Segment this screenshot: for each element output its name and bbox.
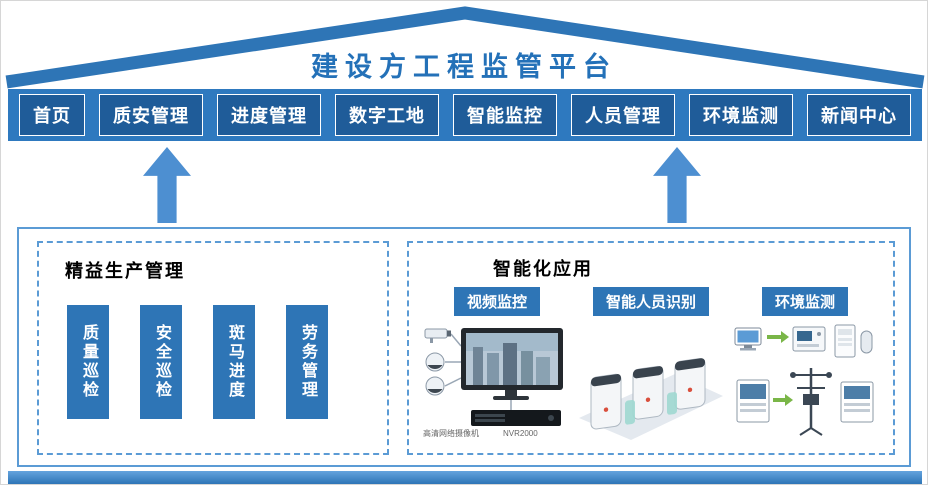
up-arrow-icon [653,147,701,223]
green-arrow-icon [767,331,789,343]
computer-icon [734,327,762,351]
nav-item-quality-safety[interactable]: 质安管理 [99,94,203,136]
dome-camera-icon [425,352,445,372]
nav-item-home[interactable]: 首页 [19,94,85,136]
video-surveillance-illustration: 高清网络摄像机 NVR2000 [423,328,563,438]
app-environment-monitoring: 环境监测 [729,287,881,440]
content-container: 精益生产管理 质量巡检 安全巡检 斑马进度 劳务管理 智能化应用 视频监控 [17,227,911,467]
app-label-person: 智能人员识别 [592,287,709,316]
green-arrow-icon [773,394,793,406]
turnstile-pillar-icon [667,358,706,415]
weather-station-icon [790,368,832,436]
turnstile-gate-illustration [579,358,723,440]
app-label-environment: 环境监测 [761,287,848,316]
turnstile-pillar-icon [590,373,622,430]
up-arrow-icon [143,147,191,223]
smart-application-panel: 智能化应用 视频监控 [407,241,895,455]
display-panel-icon [840,381,874,423]
nav-item-news-center[interactable]: 新闻中心 [807,94,911,136]
nav-item-environment[interactable]: 环境监测 [689,94,793,136]
nav-item-smart-monitoring[interactable]: 智能监控 [453,94,557,136]
display-panel-icon [736,379,770,423]
monitor-icon [461,328,563,400]
lean-item-quality-inspection: 质量巡检 [67,305,109,419]
lean-panel-title: 精益生产管理 [65,261,185,281]
app-label-video: 视频监控 [453,287,540,316]
lean-item-labor-management: 劳务管理 [286,305,328,419]
capsule-sensor-icon [860,330,873,354]
lean-item-safety-inspection: 安全巡检 [140,305,182,419]
page-title: 建设方工程监管平台 [311,52,617,82]
recorder-caption: NVR2000 [503,429,538,438]
footer-bar [8,471,922,484]
weather-station-illustration [734,324,874,436]
nav-item-digital-site[interactable]: 数字工地 [335,94,439,136]
nav-bar: 首页 质安管理 进度管理 数字工地 智能监控 人员管理 环境监测 新闻中心 [8,89,922,141]
app-person-recognition: 智能人员识别 [575,287,727,440]
roof-band-icon [5,6,925,89]
smart-panel-title: 智能化应用 [493,259,593,279]
dome-camera-icon [425,376,445,396]
lean-item-list: 质量巡检 安全巡检 斑马进度 劳务管理 [67,305,328,419]
lean-production-panel: 精益生产管理 质量巡检 安全巡检 斑马进度 劳务管理 [37,241,389,455]
cabinet-icon [834,324,856,358]
nvr-recorder-icon [471,410,561,426]
bullet-camera-icon [424,328,451,343]
app-list: 视频监控 [421,287,881,440]
nav-item-progress[interactable]: 进度管理 [217,94,321,136]
nav-item-personnel[interactable]: 人员管理 [571,94,675,136]
lean-item-zebra-progress: 斑马进度 [213,305,255,419]
turnstile-pillar-icon [625,365,664,425]
app-video-monitoring: 视频监控 [421,287,573,440]
datalogger-icon [792,326,826,352]
camera-caption: 高清网络摄像机 [423,428,479,438]
